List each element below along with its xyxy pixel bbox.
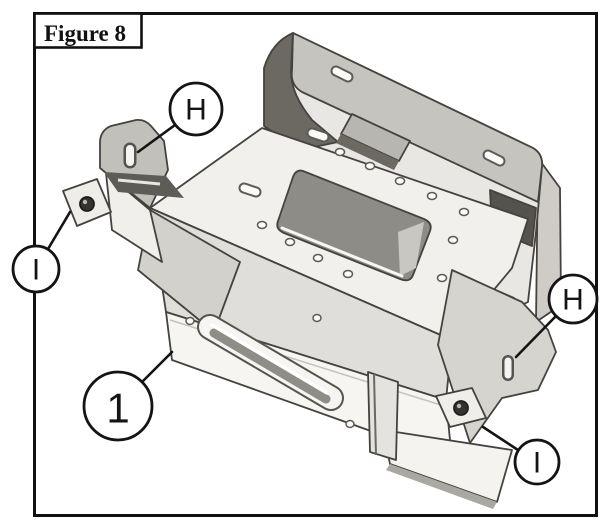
callout-h-left-leader (136, 123, 177, 154)
front-face-hole-right (345, 419, 355, 429)
left-nut-hole (79, 196, 95, 212)
cutout-inner-face (398, 222, 424, 276)
figure-label-box: Figure 8 (33, 12, 143, 49)
callout-i-left-leader (46, 210, 72, 251)
left-wing-bend-shadow (104, 172, 184, 198)
fairlead-slot (197, 314, 344, 411)
callout-h-right-label: H (562, 284, 584, 317)
left-wing-bend-highlight (117, 178, 161, 186)
callout-h-left: H (136, 81, 224, 154)
rear-clamp-tab-shadow (336, 134, 399, 170)
callout-i-left-label: I (32, 254, 40, 287)
left-nut-hole-glint (82, 199, 88, 205)
callouts: H I H I 1 (11, 81, 599, 486)
back-plate-slot-holes (330, 65, 506, 167)
callout-h-left-balloon (168, 81, 224, 137)
callout-h-right: H (514, 273, 599, 359)
figure-label: Figure 8 (44, 21, 126, 46)
deck-holes (256, 147, 470, 283)
deck-center-cutout (276, 169, 432, 282)
right-nut-hole (453, 400, 469, 416)
callout-i-left: I (11, 210, 72, 294)
callout-i-right: I (481, 425, 561, 486)
callout-i-right-leader (481, 425, 520, 452)
callout-part-1-label: 1 (106, 385, 129, 432)
apron-hole (312, 313, 322, 323)
callout-part-1-leader (140, 350, 174, 384)
callout-i-right-label: I (533, 447, 541, 480)
front-flange-edge (373, 373, 377, 456)
back-plate-left-bend-shadow (263, 32, 339, 151)
callout-h-right-balloon (547, 273, 599, 325)
callout-i-left-balloon (11, 244, 61, 294)
callout-part-1-balloon (82, 370, 154, 442)
bracket-drawing (62, 32, 562, 509)
front-face-hole-left (185, 316, 195, 326)
bottom-foot-edge (386, 464, 497, 509)
front-flange (367, 371, 399, 461)
callout-h-left-label: H (185, 94, 207, 127)
cutout-bottom-rim (280, 226, 404, 278)
callout-h-right-leader (514, 314, 558, 359)
right-nut-hole-glint (456, 403, 462, 409)
callout-part-1: 1 (82, 350, 174, 442)
callout-i-right-balloon (513, 438, 561, 486)
deck-slot-holes (238, 127, 330, 198)
